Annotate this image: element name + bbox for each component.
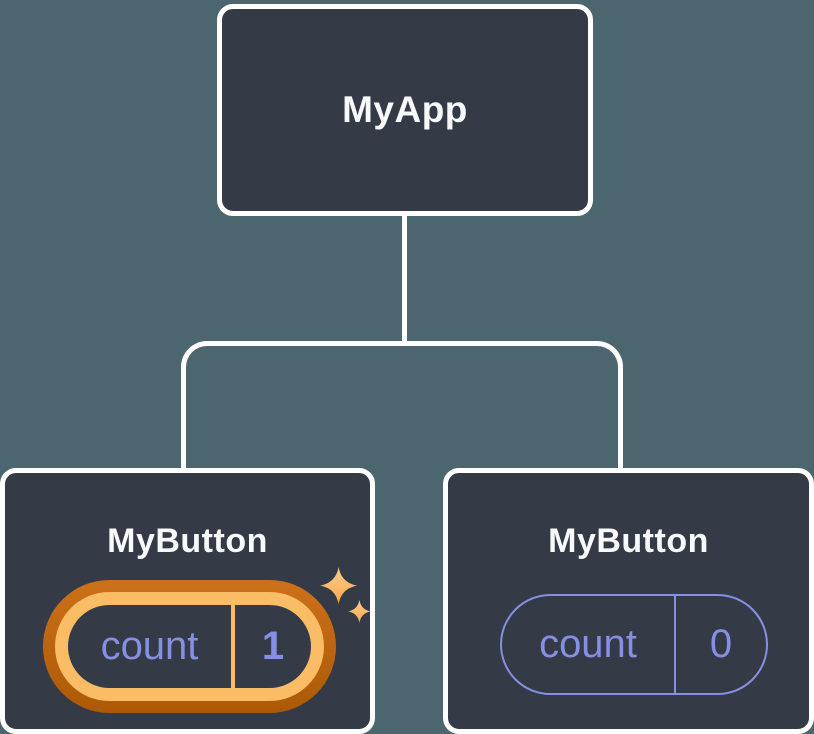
state-pill-body: count 1	[68, 605, 311, 688]
sparkle-small-icon	[348, 600, 371, 623]
connector-stem	[402, 212, 407, 345]
connector-branches	[181, 341, 623, 472]
sparkle-icon	[320, 567, 371, 623]
state-pill-divider	[231, 605, 235, 688]
state-pill-divider	[674, 596, 676, 693]
node-myapp: MyApp	[217, 4, 593, 216]
state-pill: count 0	[500, 594, 768, 695]
node-mybutton-left-label: MyButton	[107, 522, 268, 560]
state-pill-glow-ring: count 1	[55, 592, 324, 701]
state-value: 0	[709, 622, 733, 666]
state-key-label: count	[100, 624, 199, 668]
node-mybutton-left: MyButton count 1	[0, 468, 375, 734]
state-value: 1	[261, 624, 285, 668]
state-key-label: count	[539, 622, 637, 666]
sparkle-large-icon	[320, 567, 358, 605]
node-mybutton-right: MyButton count 0	[443, 468, 814, 734]
node-mybutton-right-label: MyButton	[548, 522, 709, 560]
node-myapp-label: MyApp	[342, 89, 468, 130]
state-pill-highlighted: count 1	[43, 580, 336, 713]
